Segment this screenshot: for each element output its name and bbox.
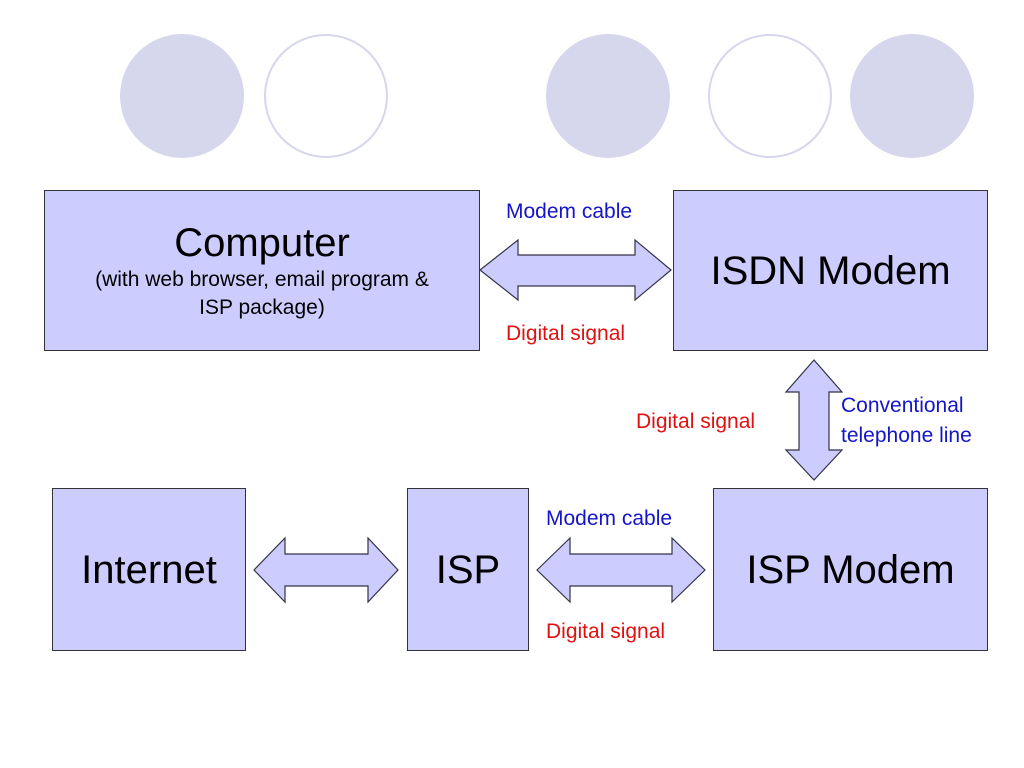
internet-title: Internet [81,547,217,592]
decorative-circle [850,34,974,158]
computer-subtitle-line1: (with web browser, email program & [95,267,429,291]
computer-title: Computer [174,220,350,265]
telephone-line-label-line1: Conventional [841,394,964,417]
isp-title: ISP [435,547,501,592]
decorative-circle [708,34,832,158]
modem-cable-label-top: Modem cable [506,200,633,223]
decorative-circle [264,34,388,158]
isdn-modem-title: ISDN Modem [710,248,951,293]
decorative-circle [120,34,244,158]
arrow-computer-isdn-modem [479,238,672,302]
internet-node: Internet [52,488,246,651]
computer-subtitle-line2: ISP package) [199,295,325,319]
digital-signal-label-vertical: Digital signal [636,410,756,433]
isp-modem-title: ISP Modem [746,547,955,592]
computer-node: Computer (with web browser, email progra… [44,190,480,351]
isp-modem-node: ISP Modem [713,488,988,651]
arrow-internet-isp [253,536,399,604]
digital-signal-label-bottom: Digital signal [546,620,666,643]
modem-cable-label-bottom: Modem cable [546,507,673,530]
decorative-circle [546,34,670,158]
isdn-modem-node: ISDN Modem [673,190,988,351]
arrow-isp-isp-modem [536,536,706,604]
arrow-isdn-modem-isp-modem [784,359,844,481]
isp-node: ISP [407,488,529,651]
telephone-line-label-line2: telephone line [841,424,972,447]
digital-signal-label-top: Digital signal [506,322,626,345]
